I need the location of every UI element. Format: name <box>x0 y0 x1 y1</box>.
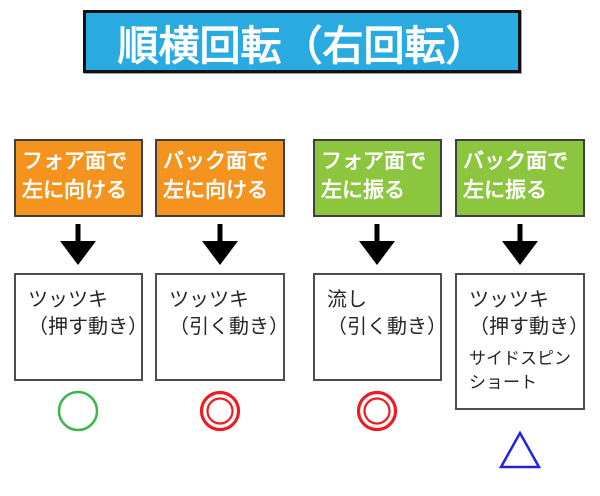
header-line: バック面で <box>163 150 268 173</box>
rating-circle-icon <box>57 390 99 432</box>
header-line: フォア面で <box>22 150 127 173</box>
technique-line: ツッツキ <box>469 289 549 311</box>
rating-double-circle-icon <box>356 390 398 432</box>
down-arrow-icon <box>359 224 395 265</box>
technique-line: ツッツキ <box>28 289 108 311</box>
rating-triangle-icon <box>499 430 541 469</box>
technique-box-tsuttsuki-push-sidespin: ツッツキ （押す動き） サイドスピン ショート <box>455 273 589 410</box>
header-line: バック面で <box>463 150 568 173</box>
header-line: 左に振る <box>321 179 405 202</box>
technique-line: （引く動き） <box>327 316 447 338</box>
header-line: 左に向ける <box>22 179 127 202</box>
diagram-title: 順横回転（右回転） <box>83 10 521 73</box>
diagram-title-text: 順横回転（右回転） <box>117 22 487 69</box>
down-arrow-icon <box>202 224 238 265</box>
technique-subline: ショート <box>469 373 537 392</box>
technique-line: （押す動き） <box>28 316 148 338</box>
header-line: フォア面で <box>321 150 426 173</box>
header-line: 左に向ける <box>163 179 268 202</box>
down-arrow-icon <box>502 224 538 265</box>
header-backhand-turn-left: バック面で 左に向ける <box>155 139 285 217</box>
rating-double-circle-icon <box>199 390 241 432</box>
technique-subline: サイドスピン <box>469 349 571 368</box>
technique-line: ツッツキ <box>169 289 249 311</box>
technique-box-tsuttsuki-push: ツッツキ （押す動き） <box>14 273 148 381</box>
header-forehand-swing-left: フォア面で 左に振る <box>313 139 442 217</box>
technique-line: （押す動き） <box>469 316 589 338</box>
technique-box-nagashi-pull: 流し （引く動き） <box>313 273 447 381</box>
header-line: 左に振る <box>463 179 547 202</box>
technique-line: （引く動き） <box>169 316 289 338</box>
header-forehand-turn-left: フォア面で 左に向ける <box>14 139 143 217</box>
technique-line: 流し <box>327 289 367 311</box>
down-arrow-icon <box>60 224 96 265</box>
technique-box-tsuttsuki-pull: ツッツキ （引く動き） <box>155 273 289 381</box>
header-backhand-swing-left: バック面で 左に振る <box>455 139 585 217</box>
